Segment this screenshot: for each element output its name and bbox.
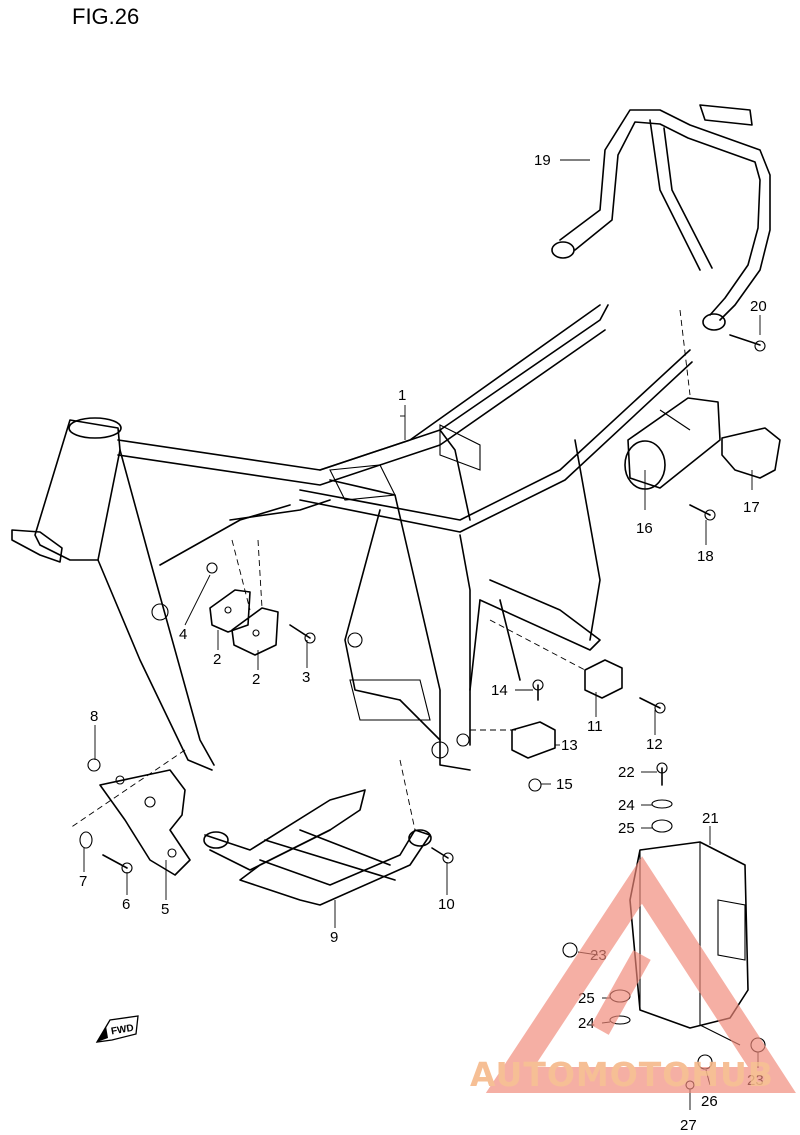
callout-22: 22 <box>618 764 635 781</box>
callout-11: 11 <box>587 718 603 735</box>
callout-8: 8 <box>90 708 98 725</box>
callout-2: 2 <box>213 651 221 668</box>
callout-9: 9 <box>330 929 338 946</box>
assembly-lines <box>69 309 691 831</box>
callout-25: 25 <box>618 820 635 837</box>
watermark-text: AUTOMOTOHUB <box>470 1055 774 1094</box>
callout-16: 16 <box>636 520 653 537</box>
rubber-mounts <box>511 659 623 759</box>
lower-cradle <box>203 789 432 906</box>
callout-20: 20 <box>750 298 767 315</box>
callout-15: 15 <box>556 776 573 793</box>
callout-21: 21 <box>702 810 719 827</box>
figure-title: FIG.26 <box>72 4 140 29</box>
forward-direction-badge: FWD <box>95 1015 139 1043</box>
callout-1: 1 <box>398 387 406 404</box>
watermark-logo: AUTOMOTOHUB <box>470 856 796 1094</box>
engine-bracket <box>99 769 191 876</box>
callout-24: 24 <box>618 797 635 814</box>
fasteners <box>79 334 766 1090</box>
callout-13: 13 <box>561 737 578 754</box>
callouts: 1 2 2 3 4 5 6 7 8 9 10 11 12 13 14 15 16… <box>79 152 767 1134</box>
callout-26: 26 <box>701 1093 718 1110</box>
callout-14: 14 <box>491 682 508 699</box>
mounting-plates <box>209 589 279 656</box>
callout-27: 27 <box>680 1117 697 1134</box>
main-frame <box>11 304 693 771</box>
callout-19: 19 <box>534 152 551 169</box>
callout-2: 2 <box>252 671 260 688</box>
callout-18: 18 <box>697 548 714 565</box>
callout-25: 25 <box>578 990 595 1007</box>
callout-4: 4 <box>179 626 187 643</box>
electrical-unit <box>624 397 781 490</box>
callout-10: 10 <box>438 896 455 913</box>
callout-5: 5 <box>161 901 169 918</box>
callout-12: 12 <box>646 736 663 753</box>
callout-6: 6 <box>122 896 130 913</box>
callout-7: 7 <box>79 873 87 890</box>
grab-rail <box>551 104 771 331</box>
callout-3: 3 <box>302 669 310 686</box>
leader-lines <box>83 159 761 1110</box>
callout-17: 17 <box>743 499 760 516</box>
fwd-label: FWD <box>110 1023 134 1038</box>
callout-24: 24 <box>578 1015 595 1032</box>
